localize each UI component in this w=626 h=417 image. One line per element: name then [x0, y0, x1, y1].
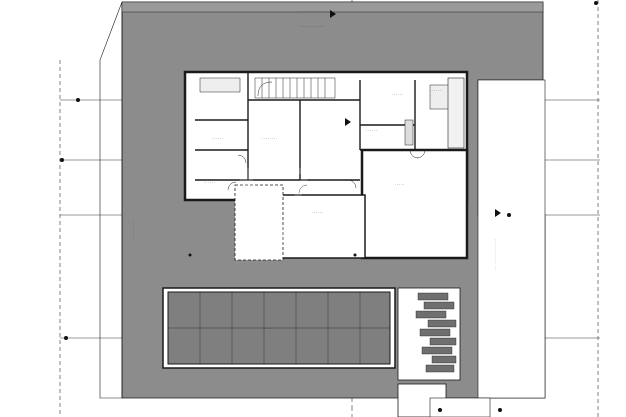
house-footprint [183, 70, 469, 261]
label-lavandaria: · · · · · · [392, 93, 403, 97]
level-markers [60, 1, 598, 412]
label-sala: · · · · · · · · [262, 137, 277, 141]
label-dim-left: · · · · · · · · · · [132, 221, 136, 240]
bath-fixture [199, 77, 241, 93]
door-swings [227, 149, 426, 194]
label-piscina: · · · · · [262, 327, 271, 331]
label-arrumos: · · · · · · [430, 89, 441, 93]
garage-block [360, 148, 469, 260]
entry-corner [429, 397, 491, 417]
staircase [254, 77, 336, 99]
label-garagem: · · · · · [395, 183, 404, 187]
label-alpendre: · · · · · · [312, 211, 323, 215]
watermark-logo: V [228, 145, 319, 284]
label-top-note-2: · · · · · · · · · · · · [300, 25, 323, 29]
label-dim-right: · · · · · · · · · · · · · · · · [494, 239, 498, 270]
label-quarto-b: · · · · · · [204, 181, 215, 185]
right-driveway [477, 79, 546, 399]
terrace-right [447, 77, 465, 149]
label-quarto-a: · · · · · · [212, 137, 223, 141]
label-top-note: · · · · · · · · · · · · · · [300, 10, 327, 14]
top-access [121, 1, 544, 13]
paving-area [397, 287, 461, 381]
swimming-pool [162, 287, 396, 369]
porch-left [234, 184, 284, 261]
label-entrada: · · · · · · [366, 129, 377, 133]
interior-walls [195, 72, 467, 181]
side-strip-left [99, 1, 123, 399]
kitchen-counter [404, 119, 414, 146]
